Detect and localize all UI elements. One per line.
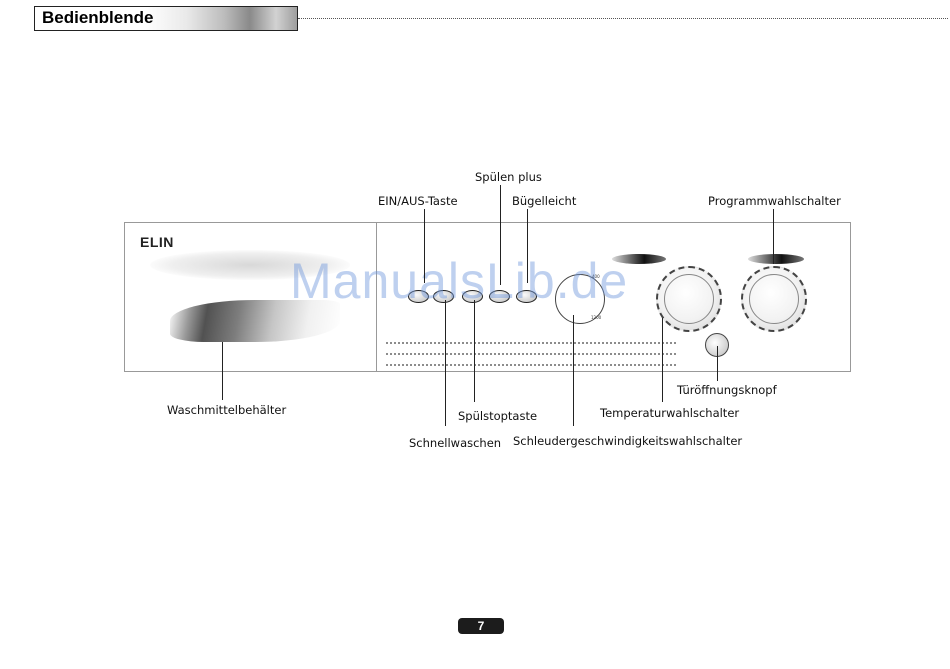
label-schleudergeschwindigkeitswahlschalter: Schleudergeschwindigkeitswahlschalter bbox=[513, 434, 742, 448]
page-number: 7 bbox=[458, 618, 504, 634]
leader-line bbox=[527, 209, 528, 283]
program-knob bbox=[741, 266, 807, 332]
temperature-knob bbox=[656, 266, 722, 332]
leader-line bbox=[773, 209, 774, 264]
label-spuelen-plus: Spülen plus bbox=[475, 170, 542, 184]
section-title: Bedienblende bbox=[42, 8, 153, 28]
label-schnellwaschen: Schnellwaschen bbox=[409, 436, 501, 450]
label-tueroeffnungsknopf: Türöffnungsknopf bbox=[677, 383, 777, 397]
leader-line bbox=[424, 209, 425, 283]
leader-line bbox=[500, 185, 501, 285]
label-ein-aus-taste: EIN/AUS-Taste bbox=[378, 194, 458, 208]
leader-line bbox=[717, 346, 718, 381]
label-temperaturwahlschalter: Temperaturwahlschalter bbox=[600, 406, 739, 420]
spin-tick-label: 1200 bbox=[591, 315, 601, 320]
label-buegelleicht: Bügelleicht bbox=[512, 194, 576, 208]
leader-line bbox=[662, 318, 663, 402]
section-header: Bedienblende bbox=[34, 6, 298, 31]
leader-line bbox=[474, 300, 475, 402]
leader-line bbox=[222, 342, 223, 400]
program-legend bbox=[386, 334, 676, 360]
watermark: ManualsLib.de bbox=[290, 252, 628, 310]
header-rule bbox=[298, 18, 948, 19]
program-arc-decoration bbox=[748, 254, 804, 264]
label-spuelstopptaste: Spülstoptaste bbox=[458, 409, 537, 423]
leader-line bbox=[573, 315, 574, 426]
brand-logo: ELIN bbox=[140, 234, 174, 250]
label-waschmittelbehaelter: Waschmittelbehälter bbox=[167, 403, 286, 417]
leader-line bbox=[445, 300, 446, 426]
label-programmwahlschalter: Programmwahlschalter bbox=[708, 194, 841, 208]
